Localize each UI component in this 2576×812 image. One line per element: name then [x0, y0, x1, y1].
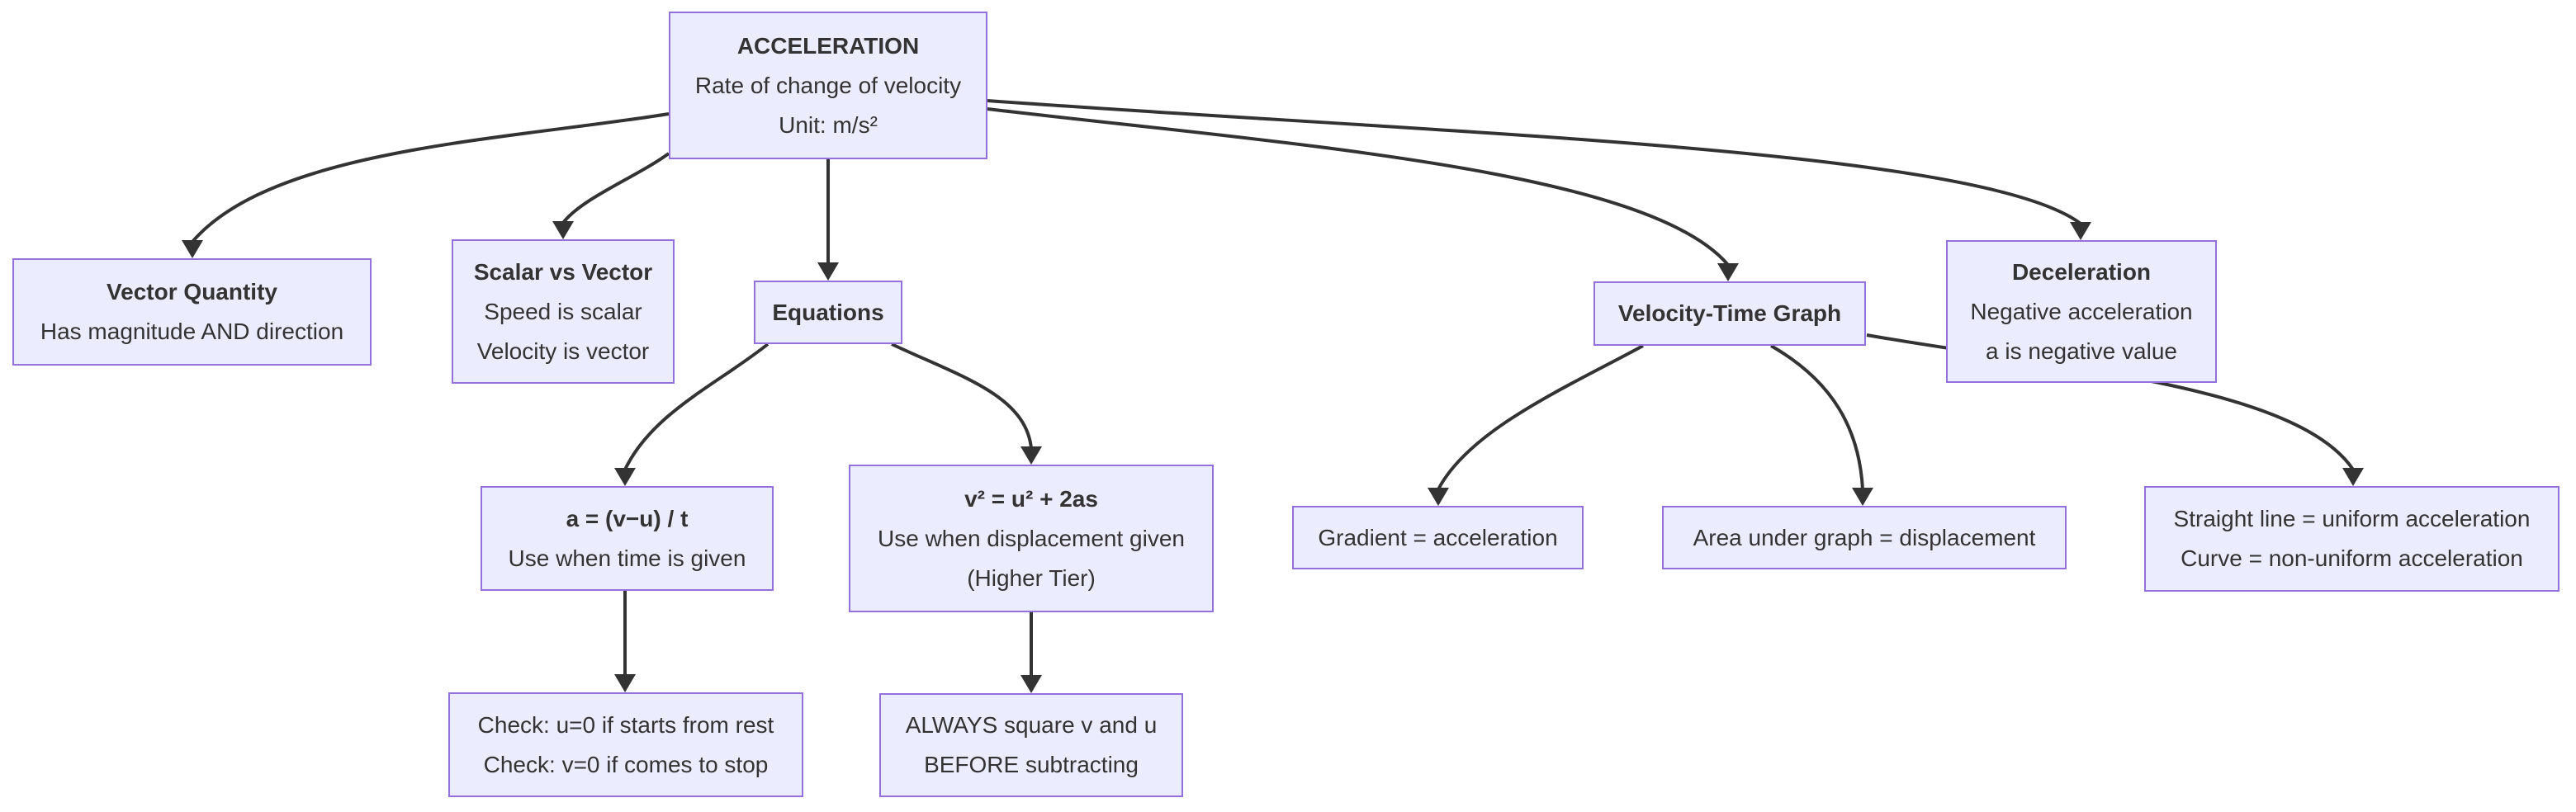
node-area-under-graph: Area under graph = displacement — [1662, 506, 2067, 569]
node-acceleration-line: Rate of change of velocity — [694, 72, 962, 98]
node-velocity-time-graph: Velocity-Time Graph — [1593, 281, 1866, 346]
node-scalar-vs-vector-line: Velocity is vector — [476, 338, 650, 364]
node-checks-line: Check: v=0 if comes to stop — [483, 751, 769, 777]
node-scalar-vs-vector-line: Speed is scalar — [484, 298, 642, 324]
node-line-shapes-line: Straight line = uniform acceleration — [2173, 506, 2531, 531]
arrowhead-velocity-time-graph — [1717, 263, 1739, 281]
arrowhead-vector-quantity — [182, 240, 203, 258]
node-acceleration-title: ACCELERATION — [736, 32, 920, 59]
node-acceleration-line: Unit: m/s² — [779, 111, 878, 138]
node-line-shapes: Straight line = uniform acceleration Cur… — [2144, 486, 2559, 592]
arrowhead-checks — [614, 674, 636, 692]
node-gradient: Gradient = acceleration — [1292, 506, 1584, 569]
node-vector-quantity-title: Vector Quantity — [107, 279, 277, 304]
node-vector-quantity: Vector Quantity Has magnitude AND direct… — [12, 258, 372, 366]
node-vector-quantity-line: Has magnitude AND direction — [40, 319, 344, 344]
node-area-under-graph-line: Area under graph = displacement — [1693, 524, 2036, 550]
edge-acceleration-scalar-vs-vector — [561, 152, 670, 224]
node-acceleration: ACCELERATION Rate of change of velocity … — [669, 12, 987, 159]
node-checks: Check: u=0 if starts from rest Check: v=… — [448, 692, 803, 797]
edge-vtg-area — [1770, 344, 1864, 490]
edge-acceleration-deceleration — [987, 99, 2082, 225]
node-equation-v2u2-line: (Higher Tier) — [967, 564, 1096, 591]
node-equation-v2u2-line: Use when displacement given — [878, 525, 1185, 551]
node-always-square: ALWAYS square v and u BEFORE subtracting — [879, 693, 1183, 797]
edge-vtg-gradient — [1437, 344, 1644, 490]
node-velocity-time-graph-title: Velocity-Time Graph — [1617, 300, 1842, 326]
node-equation-v2u2: v² = u² + 2as Use when displacement give… — [849, 465, 1214, 612]
edge-acceleration-vector-quantity — [191, 112, 670, 243]
edge-equations-equation-v2u2 — [891, 342, 1033, 449]
node-gradient-line: Gradient = acceleration — [1318, 524, 1558, 550]
arrowhead-gradient — [1428, 488, 1449, 506]
arrowhead-deceleration — [2070, 222, 2091, 240]
node-equations-title: Equations — [772, 299, 884, 325]
arrowhead-always — [1020, 675, 1042, 693]
node-equation-avut-line: Use when time is given — [508, 545, 746, 571]
node-deceleration-title: Deceleration — [2011, 258, 2152, 285]
node-equation-avut: a = (v−u) / t Use when time is given — [481, 486, 774, 591]
node-deceleration: Deceleration Negative acceleration a is … — [1946, 240, 2217, 383]
node-always-square-line: BEFORE subtracting — [924, 752, 1139, 777]
node-deceleration-line: a is negative value — [1986, 338, 2177, 364]
node-scalar-vs-vector: Scalar vs Vector Speed is scalar Velocit… — [452, 239, 675, 384]
node-equations: Equations — [754, 281, 902, 344]
arrowhead-equations — [817, 262, 839, 281]
node-deceleration-line: Negative acceleration — [1970, 298, 2193, 324]
node-scalar-vs-vector-title: Scalar vs Vector — [473, 258, 653, 285]
arrowhead-scalar-vs-vector — [552, 221, 574, 239]
node-equation-v2u2-title: v² = u² + 2as — [964, 485, 1098, 512]
arrowhead-equation-avut — [614, 468, 636, 486]
arrowhead-equation-v2u2 — [1020, 446, 1042, 465]
node-equation-avut-title: a = (v−u) / t — [566, 505, 689, 531]
node-line-shapes-line: Curve = non-uniform acceleration — [2181, 545, 2523, 571]
edge-equations-equation-avut — [623, 342, 769, 470]
arrowhead-line-shapes — [2342, 468, 2364, 486]
arrowhead-area — [1852, 488, 1873, 506]
edge-acceleration-velocity-time-graph — [987, 107, 1730, 267]
node-checks-line: Check: u=0 if starts from rest — [477, 711, 774, 738]
node-always-square-line: ALWAYS square v and u — [905, 712, 1158, 738]
